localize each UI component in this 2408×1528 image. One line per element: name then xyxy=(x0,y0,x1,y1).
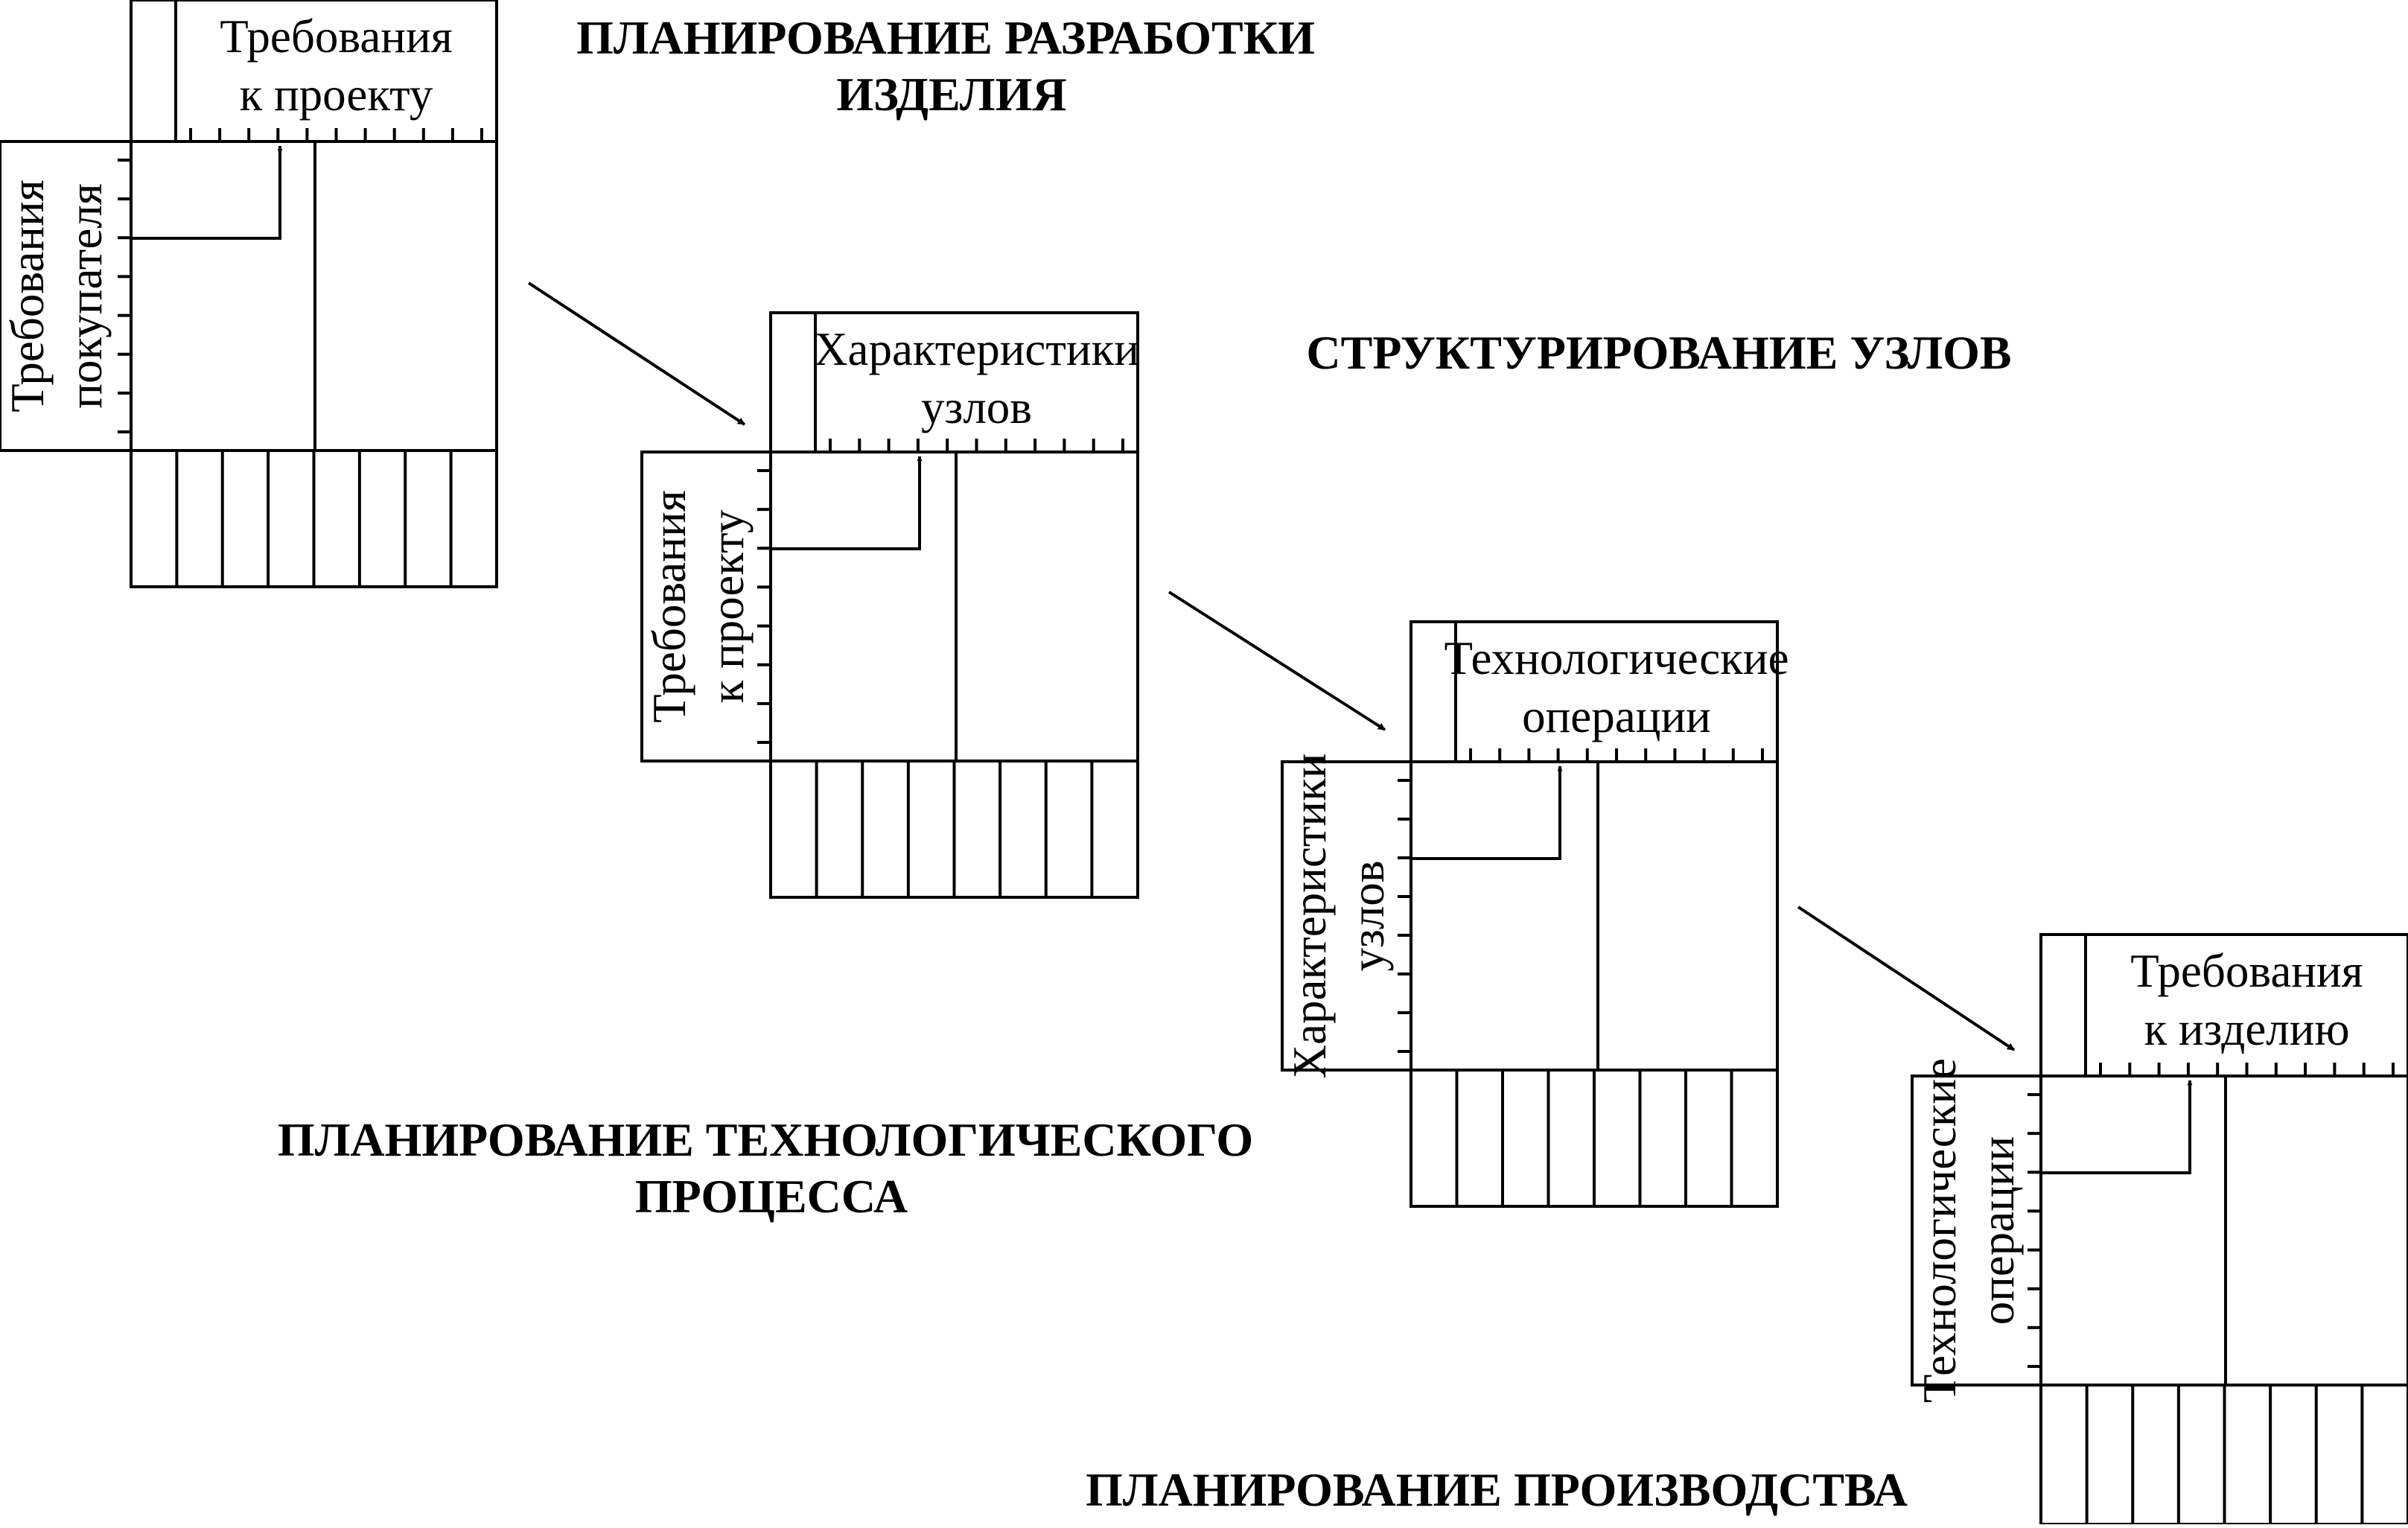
relationship-arrow xyxy=(771,456,923,550)
row-header-label-line: Требования xyxy=(643,490,695,722)
column-header-label-line: узлов xyxy=(921,381,1032,433)
column-header-box xyxy=(2039,933,2408,1077)
column-header-label-line: Требования xyxy=(2130,945,2363,997)
row-header-label-line: Технологические xyxy=(1914,1058,1966,1403)
row-header-box xyxy=(1281,760,1412,1072)
row-header-label-line: Требования xyxy=(1,179,54,412)
row-header-box xyxy=(0,140,133,452)
row-header-label-line: к проекту xyxy=(701,509,754,703)
transition-arrow-3 xyxy=(1797,905,2016,1051)
stage-1-title-line-2: ИЗДЕЛИЯ xyxy=(836,68,1066,121)
transition-arrow-2 xyxy=(1168,590,1386,731)
column-header-box xyxy=(130,0,498,143)
column-header-label: Характеристики узлов xyxy=(814,323,1139,433)
stage-3-title-line-1: ПЛАНИРОВАНИЕ ТЕХНОЛОГИЧЕСКОГО xyxy=(278,1113,1253,1166)
stage-titles: ПЛАНИРОВАНИЕ РАЗРАБОТКИ ИЗДЕЛИЯ СТРУКТУР… xyxy=(278,11,2012,1516)
relationship-matrix xyxy=(1410,760,1779,1072)
row-header-label-line: Характеристики xyxy=(1284,754,1336,1079)
column-header-box xyxy=(1410,620,1779,763)
stage-4-title-line-1: ПЛАНИРОВАНИЕ ПРОИЗВОДСТВА xyxy=(1086,1463,1908,1516)
stage-1-title: ПЛАНИРОВАНИЕ РАЗРАБОТКИ ИЗДЕЛИЯ xyxy=(576,11,1327,121)
row-header-label-line: операции xyxy=(1972,1136,2024,1325)
relationship-arrow xyxy=(1411,765,1563,860)
row-header-label-line: покупателя xyxy=(60,183,112,408)
relationship-matrix xyxy=(769,451,1139,763)
stage-2-title-line-1: СТРУКТУРИРОВАНИЕ УЗЛОВ xyxy=(1306,326,2011,379)
row-header-box xyxy=(640,451,772,763)
column-header-label-line: операции xyxy=(1522,690,1711,742)
stage-4-title: ПЛАНИРОВАНИЕ ПРОИЗВОДСТВА xyxy=(1086,1463,1908,1516)
column-header-label-line: Характеристики xyxy=(814,323,1139,375)
column-header-box xyxy=(769,311,1139,453)
column-header-label-line: Технологические xyxy=(1444,632,1789,684)
column-header-label-line: к проекту xyxy=(240,69,433,121)
stage-1-title-line-1: ПЛАНИРОВАНИЕ РАЗРАБОТКИ xyxy=(576,11,1315,64)
column-header-label-line: к изделию xyxy=(2144,1003,2349,1055)
column-header-label: Технологические операции xyxy=(1444,632,1789,742)
stage-3-title: ПЛАНИРОВАНИЕ ТЕХНОЛОГИЧЕСКОГО ПРОЦЕССА xyxy=(278,1113,1265,1223)
stage-2-title: СТРУКТУРИРОВАНИЕ УЗЛОВ xyxy=(1306,326,2011,379)
relationship-arrow xyxy=(131,145,283,240)
stage-3-title-line-2: ПРОЦЕССА xyxy=(635,1170,908,1223)
row-header-label-line: узлов xyxy=(1342,860,1394,971)
relationship-arrow xyxy=(2041,1080,2193,1174)
column-header-label: Требования к проекту xyxy=(220,10,452,121)
column-header-label-line: Требования xyxy=(220,10,452,63)
transition-arrows xyxy=(527,281,2016,1051)
transition-arrow-1 xyxy=(527,281,746,426)
column-header-label: Требования к изделию xyxy=(2130,945,2363,1055)
